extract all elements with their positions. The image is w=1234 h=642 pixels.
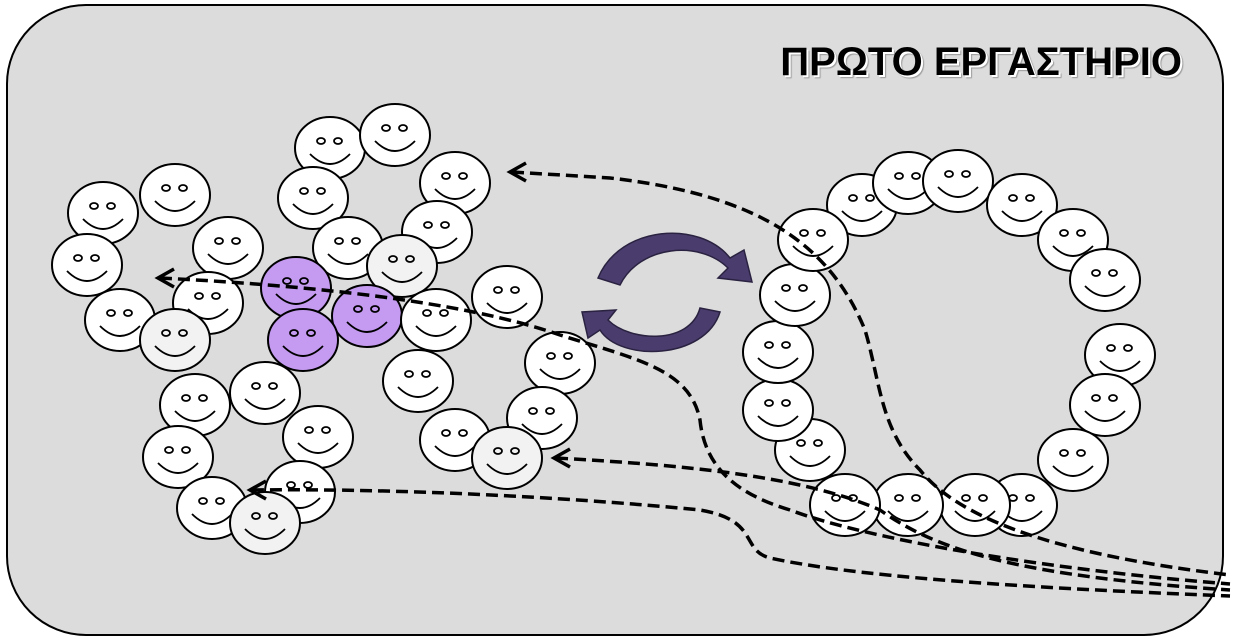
- smiley-face-icon: [922, 149, 994, 213]
- smiley-face-icon: [400, 288, 472, 352]
- arrowhead-icon: [246, 479, 267, 501]
- smiley-face-icon: [229, 491, 301, 555]
- page-title: ΠΡΩΤΟ ΕΡΓΑΣΤΗΡΙΟ: [780, 40, 1182, 84]
- smiley-face-icon: [1069, 248, 1141, 312]
- smiley-face-icon: [742, 378, 814, 442]
- cycle-arrows-icon: [581, 232, 753, 353]
- dashed-arrow-icon: [511, 170, 1231, 577]
- arrowhead-icon: [506, 161, 527, 183]
- arrowhead-icon: [550, 447, 571, 469]
- smiley-face-icon: [51, 233, 123, 297]
- smiley-face-icon: [471, 426, 543, 490]
- smiley-face-icon: [777, 208, 849, 272]
- dashed-arrow-icon: [251, 488, 1231, 598]
- smiley-face-icon: [1037, 428, 1109, 492]
- dashed-arrows-group: [159, 170, 1231, 598]
- smiley-face-icon: [359, 103, 431, 167]
- smiley-face-highlighted-icon: [267, 308, 339, 372]
- smiley-face-icon: [1069, 373, 1141, 437]
- smiley-face-icon: [139, 163, 211, 227]
- smiley-face-icon: [139, 308, 211, 372]
- dashed-arrow-icon: [159, 276, 1231, 586]
- arrowheads-group: [154, 161, 571, 501]
- smiley-face-icon: [939, 473, 1011, 537]
- dashed-arrow-icon: [555, 456, 1231, 592]
- smiley-face-icon: [524, 331, 596, 395]
- arrowhead-icon: [154, 267, 175, 289]
- smiley-face-icon: [759, 263, 831, 327]
- smiley-face-icon: [192, 216, 264, 280]
- smiley-face-icon: [229, 361, 301, 425]
- smiley-face-icon: [282, 405, 354, 469]
- smiley-face-icon: [382, 349, 454, 413]
- smiley-face-icon: [742, 320, 814, 384]
